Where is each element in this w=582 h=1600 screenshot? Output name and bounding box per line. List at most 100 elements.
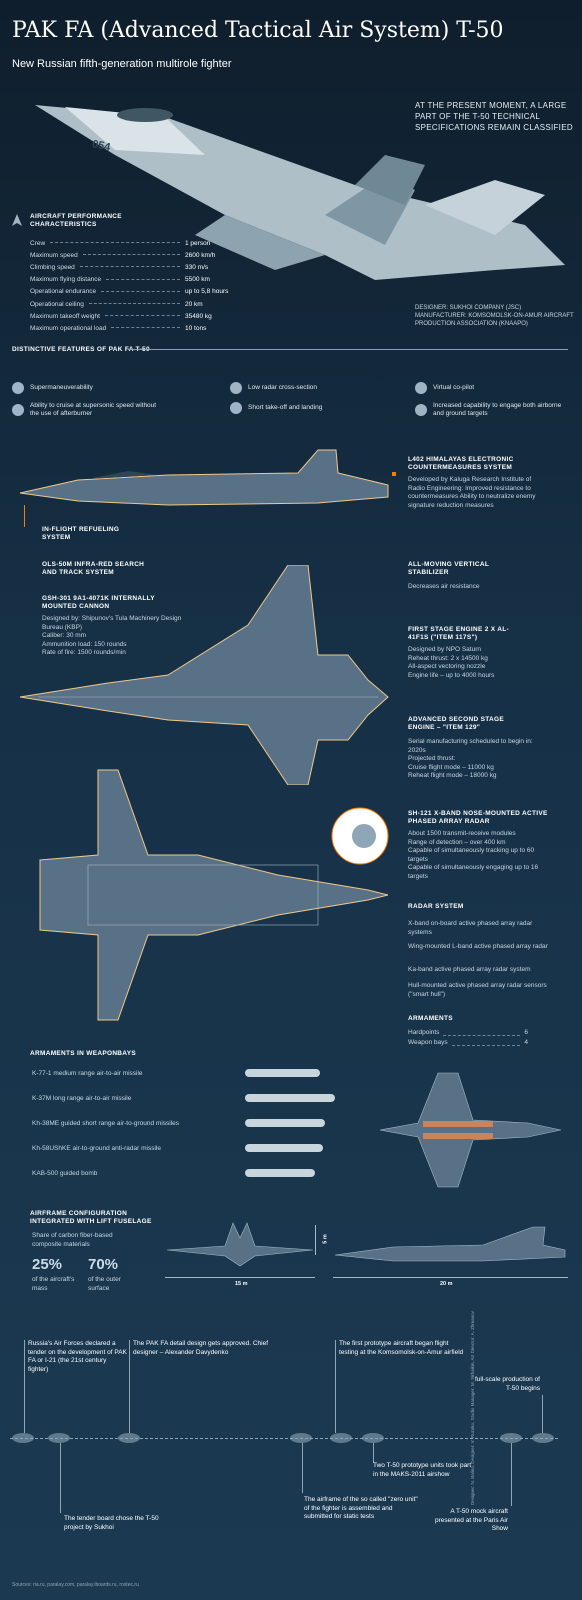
height-dimension: 5 m: [322, 1234, 329, 1244]
side-profile-aircraft: [334, 1226, 566, 1262]
jet-icon: [230, 402, 242, 414]
weapon-item: K-37M long range air-to-air missile: [32, 1095, 132, 1102]
callout-leader: [24, 505, 25, 527]
span-dimension: 15 m: [235, 1281, 248, 1287]
timeline-connector: [60, 1443, 61, 1513]
jet-icon: [415, 382, 427, 394]
weaponbays-heading: Armaments in weaponbays: [30, 1050, 136, 1057]
feature-item: Supermaneuverability: [12, 382, 93, 394]
hero-aircraft-illustration: [35, 105, 565, 280]
missile-illustration: [245, 1169, 315, 1177]
timeline-event: Two T-50 prototype units took part in th…: [373, 1462, 472, 1478]
timeline-axis: [10, 1438, 558, 1439]
page-title: PAK FA (Advanced Tactical Air System) T-…: [12, 18, 504, 43]
orange-marker: [392, 463, 401, 481]
timeline-marker: [290, 1433, 312, 1443]
timeline-event: The airframe of the so called "zero unit…: [304, 1496, 418, 1520]
airframe-heading: Airframe configuration integrated with l…: [30, 1210, 152, 1225]
composite-mass-percent: 25%: [32, 1256, 63, 1273]
jet-icon: [415, 404, 427, 416]
himalayas-heading: L402 Himalayas electronic countermeasure…: [408, 456, 514, 471]
weapon-item: K-77-1 medium range air-to-air missile: [32, 1070, 143, 1077]
timeline-connector: [24, 1340, 25, 1433]
radar-system-item: Hull-mounted active phased array radar s…: [408, 982, 547, 998]
timeline-event: The PAK FA detail design gets approved. …: [133, 1340, 269, 1356]
composite-surface-percent: 70%: [88, 1256, 119, 1273]
bottom-view-aircraft: [39, 769, 389, 1021]
timeline-connector: [373, 1443, 374, 1463]
radar-system-item: X-band on-board active phased array rada…: [408, 920, 533, 936]
length-dimension: 20 m: [440, 1281, 453, 1287]
weapon-item: Kh-38ME guided short range air-to-ground…: [32, 1120, 180, 1127]
radar-system-heading: Radar system: [408, 903, 464, 910]
feature-item: Ability to cruise at supersonic speed wi…: [12, 402, 162, 418]
performance-icon: [12, 213, 22, 231]
performance-heading: Aircraft performance characteristics: [30, 213, 122, 228]
radar-system-item: Wing-mounted L-band active phased array …: [408, 943, 548, 950]
timeline-connector: [511, 1443, 512, 1506]
airframe-text: Share of carbon fiber-based composite ma…: [32, 1232, 113, 1248]
jet-icon: [12, 382, 24, 394]
side-view-aircraft: [19, 449, 389, 506]
top-view-aircraft: [19, 565, 389, 785]
credits: Designer: N. Balina, Designer: V. Ruzako…: [470, 1311, 475, 1505]
timeline-event: A T-50 mock aircraft presented at the Pa…: [435, 1508, 508, 1532]
armaments-heading: Armaments: [408, 1015, 453, 1022]
timeline-event: The first prototype aircraft began fligh…: [339, 1340, 464, 1356]
radar-system-item: Ka-band active phased array radar system: [408, 966, 531, 973]
timeline-event: Russia's Air Forces declared a tender on…: [28, 1340, 127, 1373]
weapon-item: KAB-500 guided bomb: [32, 1170, 98, 1177]
feature-item: Virtual co-pilot: [415, 382, 474, 394]
radar-inset: [331, 807, 389, 865]
timeline-marker: [12, 1433, 34, 1443]
timeline-marker: [532, 1433, 554, 1443]
timeline-connector: [129, 1340, 130, 1433]
radar-text: About 1500 transmit-receive modules Rang…: [408, 830, 539, 880]
front-view-aircraft: [166, 1222, 314, 1267]
classified-note: At the present moment, a large part of t…: [415, 101, 573, 132]
missile-illustration: [245, 1094, 335, 1102]
height-dimension-line: [315, 1225, 316, 1255]
himalayas-text: Developed by Kaluga Research Institute o…: [408, 476, 536, 509]
designer-info: Designer: Sukhoi Company (JSC) Manufactu…: [415, 305, 574, 327]
sources: Sources: ria.ru, paralay.com, paralay.ib…: [12, 1582, 139, 1588]
timeline-marker: [330, 1433, 352, 1443]
timeline-connector: [542, 1395, 543, 1433]
timeline-marker: [362, 1433, 384, 1443]
divider: [128, 349, 568, 350]
timeline-marker: [500, 1433, 522, 1443]
feature-item: Increased capability to engage both airb…: [415, 402, 565, 418]
timeline-marker: [48, 1433, 70, 1443]
feature-item: Low radar cross-section: [230, 382, 317, 394]
jet-icon: [12, 404, 24, 416]
stabilizer-heading: All-moving vertical stabilizer: [408, 561, 490, 576]
ols-heading: OLS-50M infra-red search and track syste…: [42, 561, 145, 576]
timeline-event: The tender board chose the T-50 project …: [64, 1515, 159, 1531]
missile-illustration: [245, 1119, 325, 1127]
features-heading: Distinctive features of PAK FA T-50: [12, 346, 150, 353]
stabilizer-text: Decreases air resistance: [408, 583, 480, 590]
missile-illustration: [245, 1144, 323, 1152]
weaponbay-diagram: [379, 1072, 562, 1188]
cannon-text: Designed by: Shipunov's Tula Machinery D…: [42, 615, 182, 656]
engine2-text: Serial manufacturing scheduled to begin …: [408, 738, 533, 779]
timeline-marker: [118, 1433, 140, 1443]
span-dimension-line: [165, 1277, 315, 1278]
missile-illustration: [245, 1069, 320, 1077]
refueling-heading: In-flight refueling system: [42, 526, 120, 541]
timeline-connector: [302, 1443, 303, 1493]
jet-icon: [230, 382, 242, 394]
weapon-item: Kh-58UShKE air-to-ground anti-radar miss…: [32, 1145, 161, 1152]
